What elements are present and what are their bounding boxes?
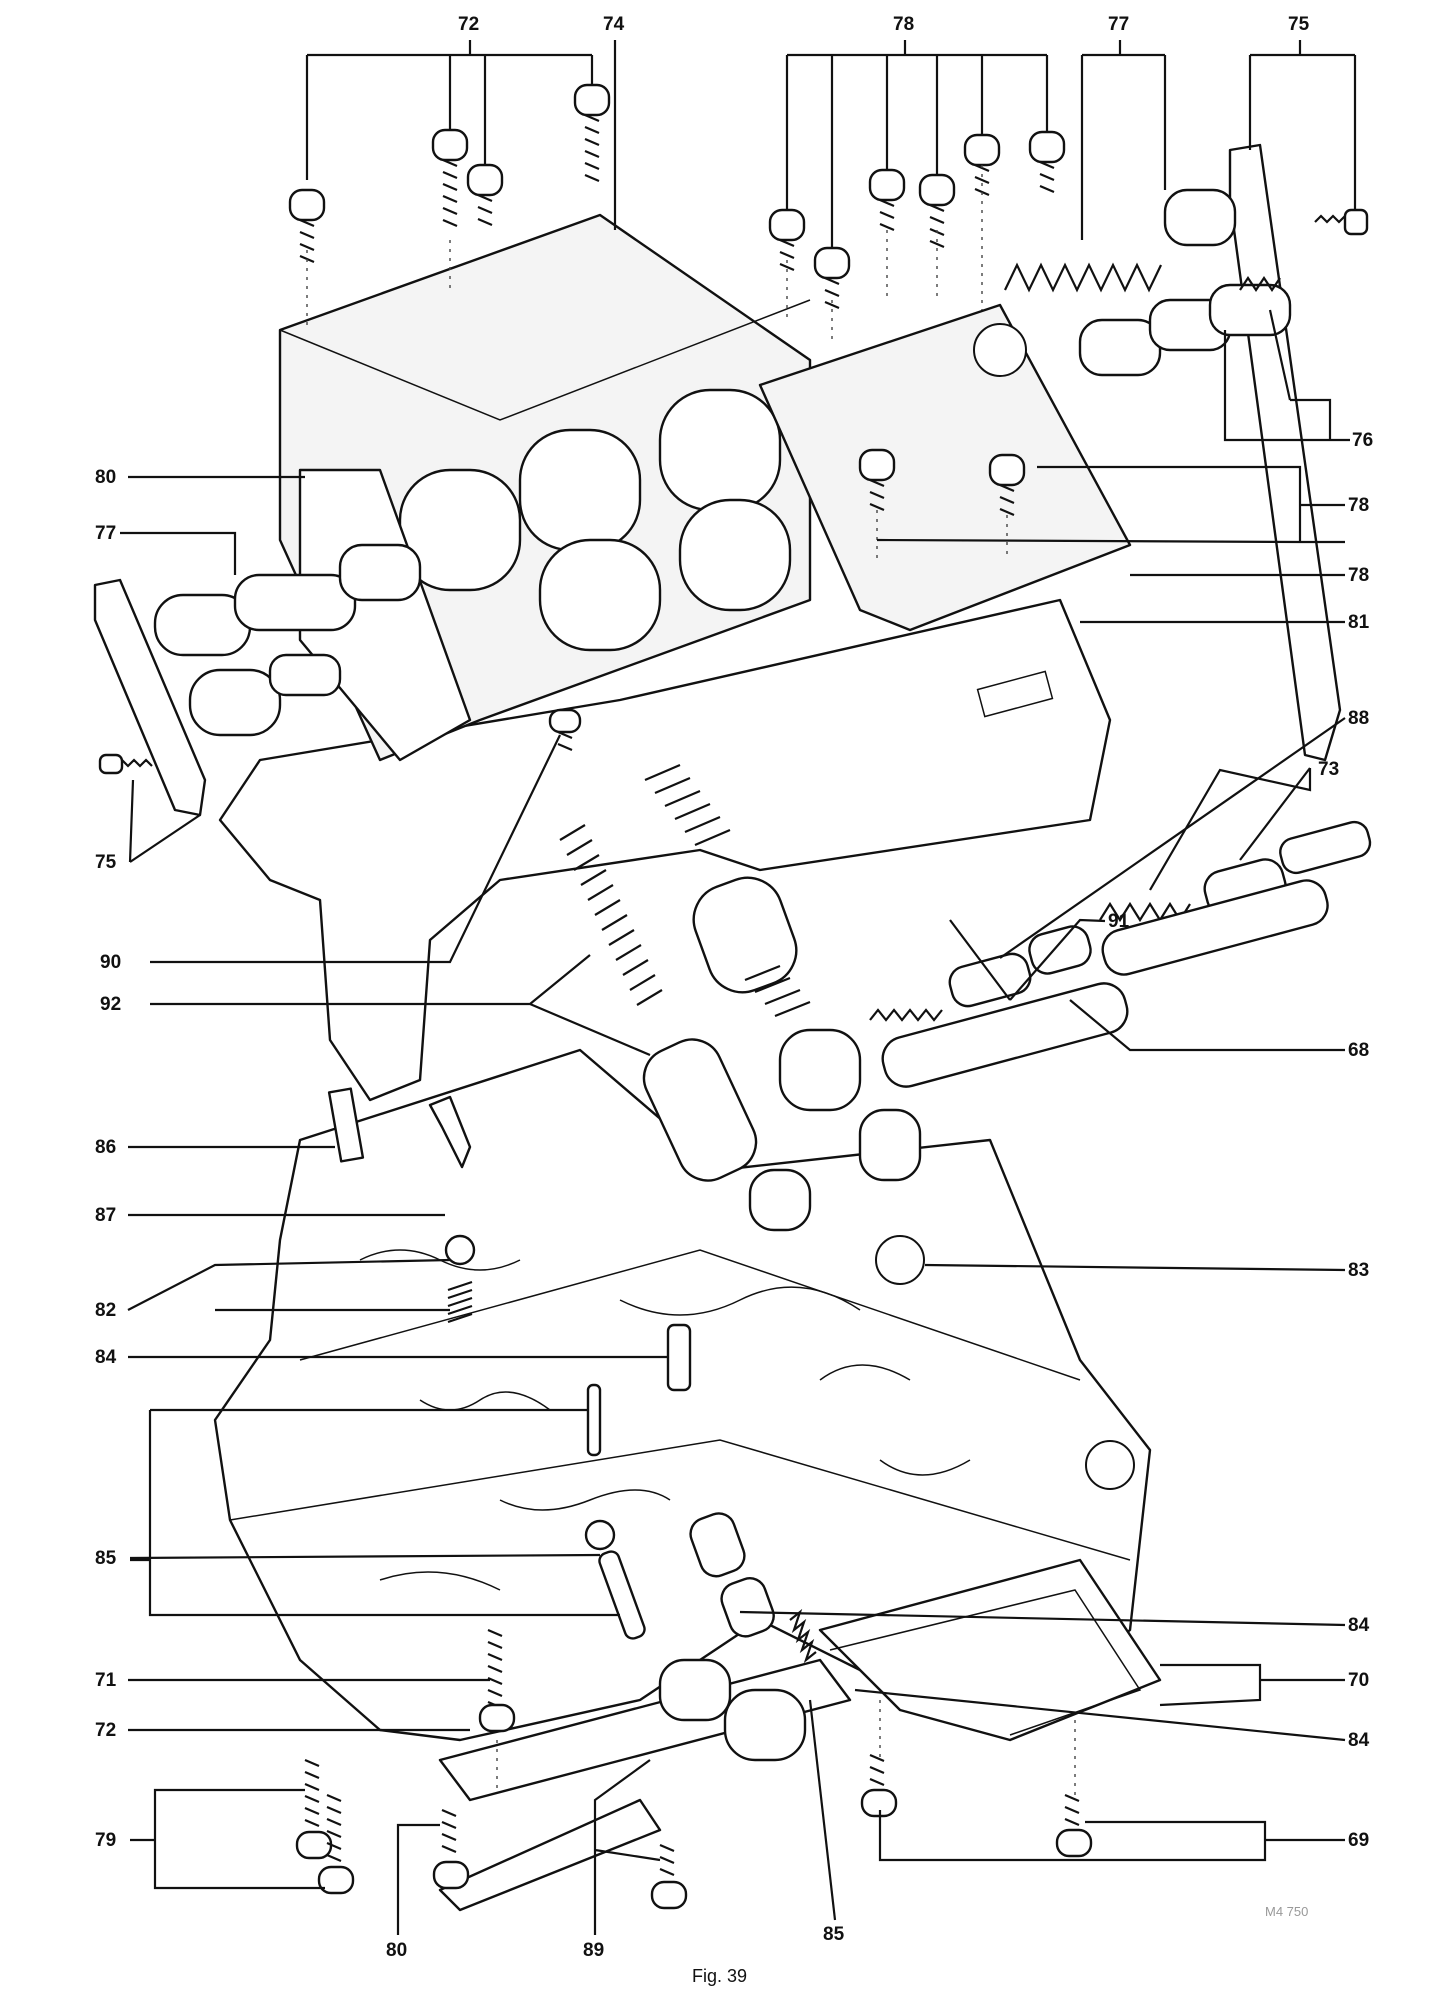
callout-87: 87 [95, 1205, 116, 1226]
callout-76: 76 [1352, 430, 1373, 451]
callout-90: 90 [100, 952, 121, 973]
screw-90 [548, 708, 582, 752]
valve-83-bore [875, 1235, 925, 1285]
callout-84-c: 84 [1348, 1730, 1370, 1751]
callout-78-r2: 78 [1348, 565, 1369, 586]
callout-83: 83 [1348, 1260, 1369, 1281]
valve-drum-2 [518, 428, 642, 552]
spring-88 [869, 1008, 943, 1022]
spring-77 [1004, 262, 1162, 293]
screw-69-a [860, 1753, 898, 1818]
screw-69-b [1055, 1793, 1093, 1858]
callout-74: 74 [603, 14, 625, 35]
callout-72-b: 72 [95, 1720, 116, 1741]
callout-70: 70 [1348, 1670, 1369, 1691]
valve-68 [881, 879, 1329, 1088]
screw-72-a [288, 188, 326, 264]
screws [288, 83, 1093, 1910]
left-valve-77 [153, 543, 422, 657]
callout-labels: 72 74 78 77 75 76 78 78 81 80 77 75 88 7… [95, 14, 1373, 1961]
callout-84-a: 84 [95, 1347, 117, 1368]
callout-80-left: 80 [95, 467, 116, 488]
screw-78-c [868, 168, 906, 232]
clip-87 [428, 1095, 472, 1169]
valve-89 [658, 1658, 807, 1762]
valve-85 [584, 1519, 646, 1640]
screw-79-a [295, 1758, 333, 1860]
screw-79-b [317, 1793, 355, 1895]
screw-78-b [813, 246, 851, 310]
ball-82 [444, 1234, 476, 1266]
spring-92 [559, 824, 663, 1006]
callout-92: 92 [100, 994, 121, 1015]
callout-84-b: 84 [1348, 1615, 1370, 1636]
plate-86 [327, 1087, 365, 1163]
callout-75-left: 75 [95, 852, 117, 873]
callout-85-b: 85 [823, 1924, 845, 1945]
screw-78-f [1028, 130, 1066, 194]
figure-code: M4 750 [1265, 1904, 1308, 1919]
callout-79: 79 [95, 1830, 116, 1851]
callout-85-a: 85 [95, 1548, 117, 1569]
valve-92 [642, 1038, 812, 1232]
separator-plate-upper [218, 598, 1112, 1102]
right-body-slot [976, 670, 1054, 718]
drawing [93, 83, 1372, 1912]
left-valve-lower [188, 653, 342, 737]
callout-86: 86 [95, 1137, 116, 1158]
screw-89 [650, 1843, 688, 1910]
valve-drum-4 [538, 538, 662, 652]
callout-77-left: 77 [95, 523, 116, 544]
valve-77-plug [1163, 188, 1237, 247]
screw-left-75 [98, 753, 153, 775]
callout-71: 71 [95, 1670, 117, 1691]
spring-73 [1099, 901, 1191, 923]
callout-68: 68 [1348, 1040, 1369, 1061]
lever-80 [438, 1798, 662, 1912]
valve-body-74-top [279, 299, 811, 421]
large-bore [1085, 1440, 1135, 1490]
valve-body-right [758, 303, 1132, 632]
callout-78-r1: 78 [1348, 495, 1369, 516]
valve-84-b [689, 1512, 775, 1638]
callout-80-b: 80 [386, 1940, 407, 1961]
valve-76 [1078, 276, 1292, 377]
screw-72-c [466, 163, 504, 227]
valve-drum-3 [658, 388, 782, 512]
screw-71 [478, 1628, 516, 1733]
spring-91-upper [644, 763, 731, 847]
pin-85-long [586, 1383, 602, 1457]
pin-84-a [666, 1323, 692, 1392]
right-body-bore [973, 323, 1027, 377]
valve-91 [692, 876, 922, 1182]
callout-81: 81 [1348, 612, 1370, 633]
callout-91: 91 [1108, 911, 1130, 932]
lower-body-ridge [229, 1249, 1131, 1561]
screw-72-b [431, 128, 469, 228]
callout-88: 88 [1348, 708, 1369, 729]
screw-80 [432, 1808, 470, 1890]
callout-73: 73 [1318, 759, 1339, 780]
callout-77-top: 77 [1108, 14, 1129, 35]
callout-82: 82 [95, 1300, 116, 1321]
valve-drum-5 [678, 498, 792, 612]
screw-78-h [988, 453, 1026, 517]
callout-75-top: 75 [1288, 14, 1310, 35]
spring-85 [789, 1608, 817, 1664]
screw-72-d [573, 83, 611, 183]
leader-lines [120, 40, 1357, 1935]
callout-69: 69 [1348, 1830, 1369, 1851]
spring-82 [447, 1280, 473, 1324]
alignment-lines [306, 165, 1076, 1800]
right-end-plate-75 [1228, 143, 1342, 762]
figure-caption: Fig. 39 [692, 1966, 747, 1986]
callout-78-top: 78 [893, 14, 914, 35]
screw-78-g [858, 448, 896, 512]
screw-78-d [918, 173, 956, 249]
callout-89: 89 [583, 1940, 604, 1961]
screw-right-75 [1314, 208, 1369, 236]
callout-72-top: 72 [458, 14, 479, 35]
